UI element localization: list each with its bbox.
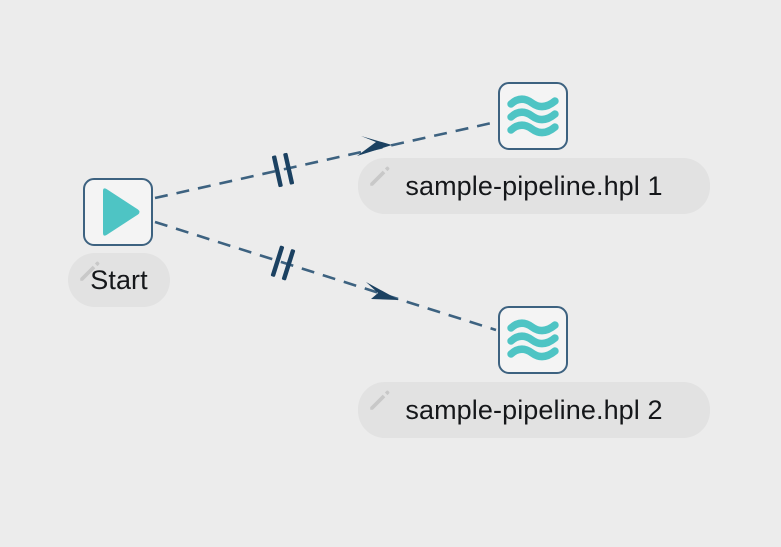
edit-pencil-icon[interactable] <box>367 163 393 189</box>
edit-pencil-icon[interactable] <box>367 387 393 413</box>
play-icon <box>103 188 140 236</box>
node-start-label: Start <box>90 264 148 295</box>
hop-arrowhead-1 <box>357 136 392 156</box>
pipeline-waves-icon <box>507 95 559 137</box>
node-pipeline-1-label: sample-pipeline.hpl 1 <box>405 170 663 201</box>
edit-pencil-icon[interactable] <box>77 258 103 284</box>
parallel-bars-icon-1 <box>271 152 295 188</box>
node-pipeline-2-icon-box[interactable] <box>498 306 568 374</box>
node-pipeline-1-icon-box[interactable] <box>498 82 568 150</box>
node-start-label-chip[interactable]: Start <box>68 253 170 307</box>
hop-arrowhead-2 <box>366 282 399 300</box>
hop-line-2 <box>154 220 497 332</box>
hop-start-to-pipeline-2[interactable] <box>154 220 497 332</box>
node-pipeline-2-label: sample-pipeline.hpl 2 <box>405 394 663 425</box>
pipeline-waves-icon <box>507 319 559 361</box>
parallel-bars-icon-2 <box>270 245 296 281</box>
node-start-icon-box[interactable] <box>83 178 153 246</box>
node-pipeline-2-label-chip[interactable]: sample-pipeline.hpl 2 <box>358 382 710 438</box>
node-pipeline-1-label-chip[interactable]: sample-pipeline.hpl 1 <box>358 158 710 214</box>
